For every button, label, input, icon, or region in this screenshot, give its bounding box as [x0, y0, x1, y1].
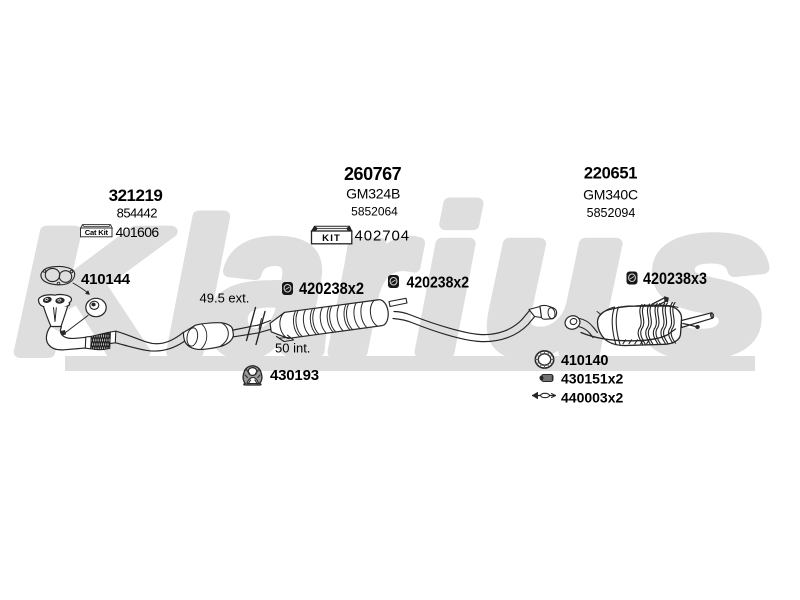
svg-text:260767: 260767: [344, 164, 402, 184]
svg-text:Cat Kit: Cat Kit: [85, 228, 109, 237]
svg-text:GM340C: GM340C: [583, 186, 638, 202]
svg-text:5852094: 5852094: [587, 206, 636, 220]
svg-text:440003x2: 440003x2: [561, 390, 624, 406]
svg-text:420238x3: 420238x3: [643, 270, 707, 288]
svg-text:GM324B: GM324B: [346, 186, 400, 202]
svg-text:410140: 410140: [561, 353, 608, 369]
svg-text:321219: 321219: [109, 186, 163, 205]
svg-text:420238x2: 420238x2: [299, 279, 364, 298]
svg-text:854442: 854442: [117, 206, 158, 221]
svg-text:402704: 402704: [355, 228, 410, 245]
svg-text:50 int.: 50 int.: [275, 341, 310, 356]
svg-text:430193: 430193: [270, 367, 319, 384]
svg-text:5852064: 5852064: [351, 204, 398, 218]
svg-text:410144: 410144: [81, 271, 131, 288]
svg-text:420238x2: 420238x2: [407, 275, 470, 292]
svg-text:430151x2: 430151x2: [561, 371, 624, 387]
svg-text:KIT: KIT: [322, 233, 341, 244]
svg-text:220651: 220651: [584, 165, 637, 183]
svg-text:401606: 401606: [116, 224, 160, 240]
svg-text:49.5 ext.: 49.5 ext.: [200, 291, 250, 306]
